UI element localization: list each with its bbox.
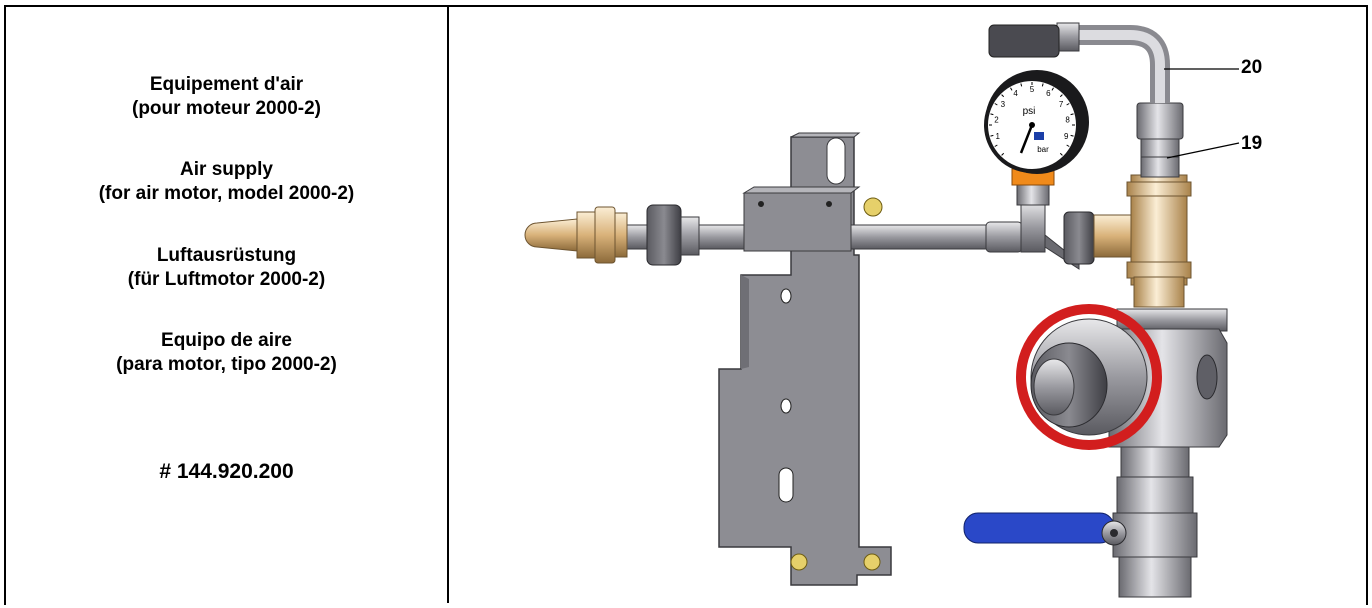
gauge-scale-label: 3 — [1001, 100, 1006, 109]
gauge-scale-label: 1 — [996, 132, 1001, 141]
gauge-tick — [1051, 87, 1054, 91]
callout-19: 19 — [1241, 133, 1263, 154]
ball-valve — [963, 446, 1198, 598]
gauge-unit-bar: bar — [1037, 145, 1049, 154]
gauge-tick — [1001, 152, 1005, 156]
gauge-scale-label: 8 — [1065, 115, 1070, 124]
title-german: Luftausrüstung (für Luftmotor 2000-2) — [127, 245, 326, 290]
gauge-tee — [985, 201, 1080, 270]
valve-handle[interactable] — [963, 512, 1115, 544]
gauge-scale-label: 7 — [1059, 100, 1064, 109]
table-frame — [4, 5, 1368, 605]
gauge-tick — [1070, 134, 1074, 137]
gauge-tick — [1070, 113, 1074, 116]
gauge-tick — [994, 144, 998, 147]
leader-19 — [1166, 142, 1240, 159]
gauge-scale-label: 5 — [1030, 85, 1035, 94]
pipe-clamp — [742, 186, 883, 252]
gauge-tick — [1059, 94, 1063, 98]
gauge-tick — [990, 113, 994, 116]
part-number: # 144.920.200 — [159, 460, 294, 483]
gauge-scale-label: 4 — [1013, 89, 1018, 98]
gauge-tick — [1059, 152, 1063, 156]
fitting-19 — [1136, 102, 1184, 178]
gauge-tick — [1066, 144, 1070, 147]
gauge-tick — [1020, 83, 1023, 87]
gauge-tick — [994, 103, 998, 106]
gauge-tick — [1001, 94, 1005, 98]
pressure-regulator — [1016, 304, 1228, 450]
air-hose-20 — [988, 22, 1170, 103]
gauge-tick — [990, 134, 994, 137]
gauge-tick — [1041, 83, 1044, 87]
pressure-gauge: 1 234 5 678 9 psi bar — [984, 70, 1089, 206]
gauge-unit-psi: psi — [1023, 106, 1036, 117]
brass-inlet-fitting — [524, 206, 628, 264]
gauge-tick — [1010, 87, 1013, 91]
gauge-scale-label: 2 — [994, 115, 999, 124]
description-cell: Equipement d'air (pour moteur 2000-2) Ai… — [6, 7, 447, 603]
gauge-scale-label: 6 — [1046, 89, 1051, 98]
title-spanish: Equipo de aire (para motor, tipo 2000-2) — [116, 330, 337, 375]
callout-20: 20 — [1241, 57, 1263, 78]
gauge-scale-label: 9 — [1064, 132, 1069, 141]
brass-tee — [1063, 174, 1192, 308]
connector-nut — [646, 204, 700, 266]
gauge-tick — [1066, 103, 1070, 106]
column-divider — [447, 5, 449, 603]
title-french: Equipement d'air (pour moteur 2000-2) — [132, 74, 321, 119]
title-english: Air supply (for air motor, model 2000-2) — [98, 159, 355, 204]
air-supply-assembly-drawing: 1 234 5 678 9 psi bar — [524, 22, 1240, 598]
